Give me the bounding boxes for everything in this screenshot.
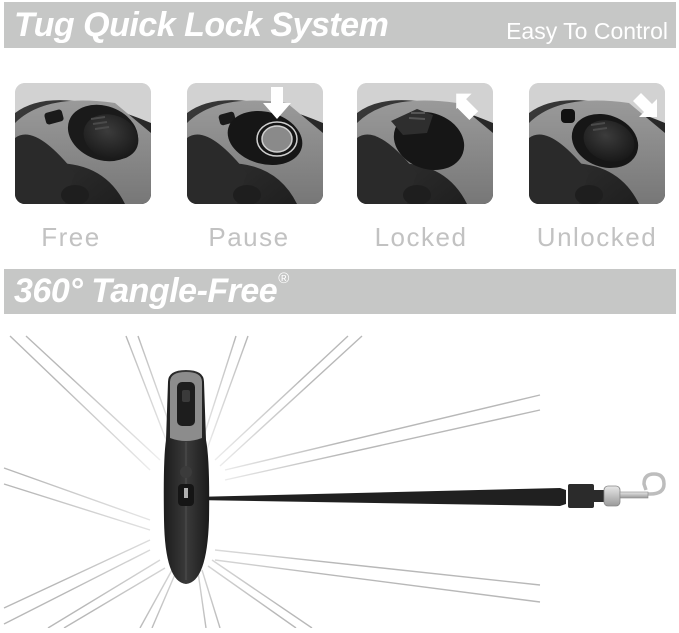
leash-tape (193, 488, 566, 506)
mode-label-pause: Pause (208, 222, 290, 252)
mode-tile-free (15, 83, 151, 204)
leash-handle (163, 370, 210, 584)
banner-title: 360° Tangle-Free® (14, 270, 289, 311)
header-banner-tangle-free: 360° Tangle-Free® (4, 269, 676, 314)
mode-label-locked: Locked (374, 222, 468, 252)
arrow-down-icon (263, 87, 291, 119)
snap-hook-icon (603, 472, 666, 507)
banner-title-text: 360° Tangle-Free (14, 272, 278, 310)
leash-button-free-image (15, 83, 151, 204)
leash-360-image (3, 335, 666, 633)
tape-end-sleeve (568, 484, 594, 508)
mode-tile-locked (357, 83, 493, 204)
tangle-free-illustration (0, 320, 679, 633)
leash-button-pause-image (187, 83, 323, 204)
banner-subtitle: Easy To Control (506, 18, 668, 44)
mode-tile-pause (187, 83, 323, 204)
arrow-down-right-icon (633, 93, 657, 117)
mode-tile-unlocked (529, 83, 665, 204)
banner-title: Tug Quick Lock System (14, 6, 389, 44)
registered-mark: ® (278, 270, 289, 287)
leash-button-unlocked-image (529, 83, 665, 204)
mode-label-free: Free (41, 222, 101, 252)
arrow-up-left-icon (456, 93, 479, 120)
header-banner-quick-lock: Tug Quick Lock System Easy To Control (4, 2, 676, 48)
leash-button-locked-image (357, 83, 493, 204)
mode-label-unlocked: Unlocked (536, 222, 658, 252)
